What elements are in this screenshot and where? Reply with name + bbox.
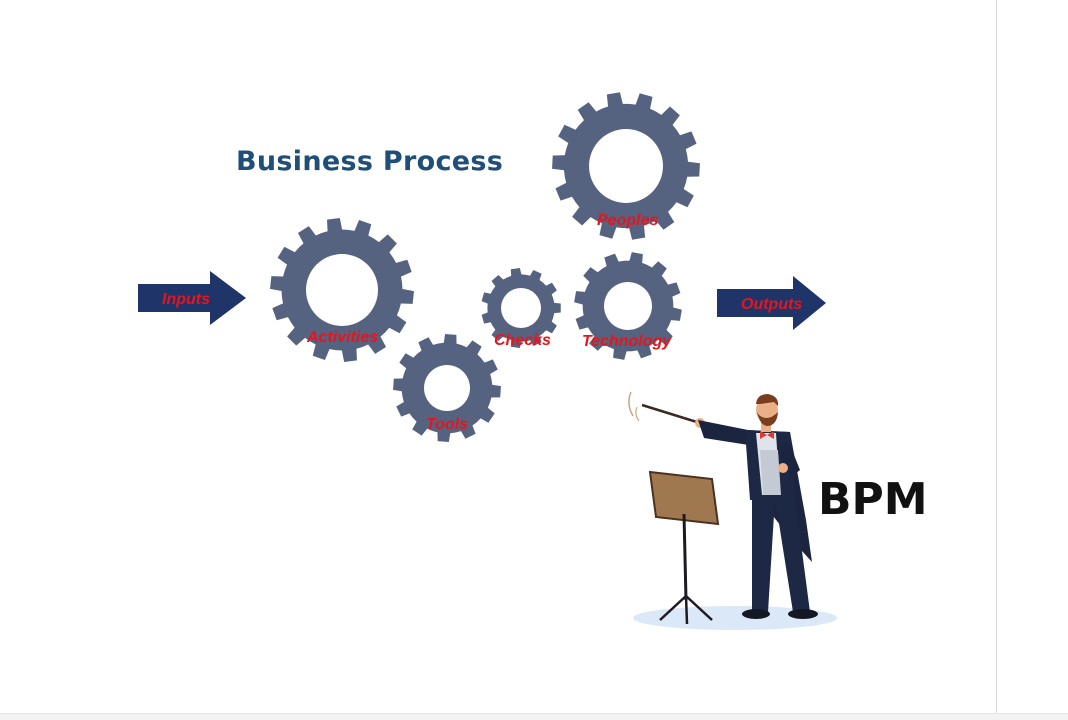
gear-peoples-icon <box>552 92 700 240</box>
page-edge-divider <box>996 0 997 713</box>
bpm-badge: BPM <box>818 474 928 525</box>
gear-checks-icon <box>481 268 561 348</box>
gear-label-peoples: Peoples <box>597 212 658 229</box>
input-arrow-label: Inputs <box>162 291 210 308</box>
gear-label-technology: Technology <box>582 333 672 350</box>
gears-layer <box>270 92 700 442</box>
gear-label-tools: Tools <box>426 416 468 433</box>
page-title: Business Process <box>236 146 504 177</box>
gear-label-checks: Checks <box>494 332 551 349</box>
gear-tools-icon <box>393 334 501 442</box>
output-arrow: Outputs <box>717 276 826 330</box>
conductor-illustration <box>628 391 837 630</box>
gear-label-activities: Activities <box>306 329 378 346</box>
gear-technology-icon <box>574 252 682 360</box>
bottom-edge-bar <box>0 713 1068 720</box>
input-arrow: Inputs <box>138 271 246 325</box>
output-arrow-label: Outputs <box>741 296 802 313</box>
music-stand-icon <box>648 470 720 625</box>
gear-activities-icon <box>270 218 414 362</box>
